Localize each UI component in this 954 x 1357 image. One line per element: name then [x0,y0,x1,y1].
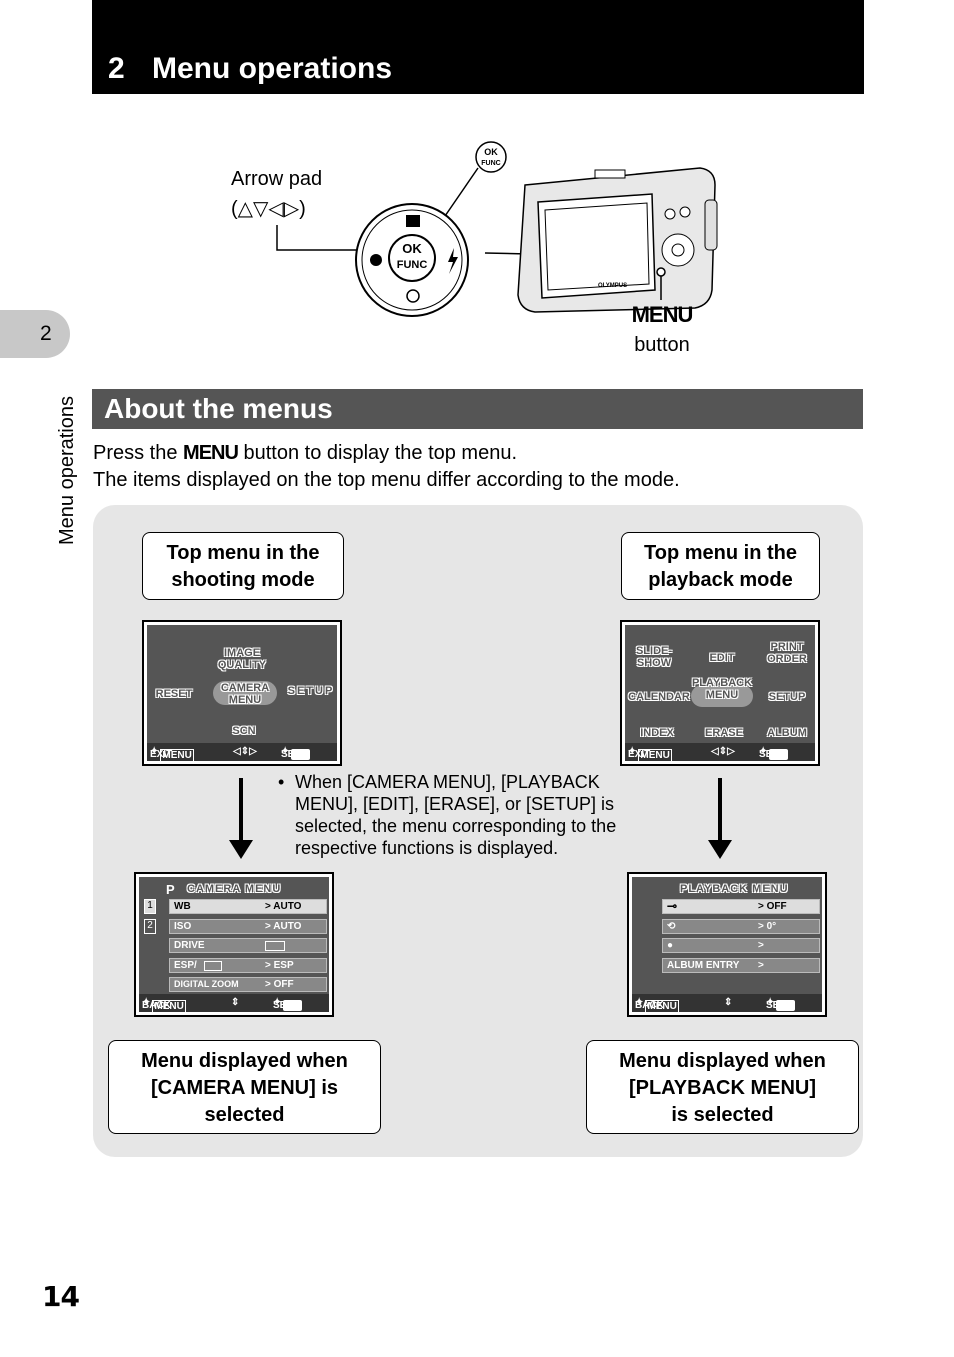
set-hint: SET✦OK [759,746,789,760]
svg-text:OLYMPUS: OLYMPUS [598,283,627,289]
playback-menu-screen: PLAYBACK MENU ⊸> OFF ⟲> 0° ●> ALBUM ENTR… [627,872,827,1017]
menu-item-erase: ERASE [705,727,743,739]
menu-item-album: ALBUM [767,727,807,739]
playback-screen-footer: EXIT ✦MENU ◁⇕▷ SET✦OK [625,743,815,762]
flash-icon [448,248,458,274]
side-tab-number: 2 [40,322,52,345]
playback-menu-row-album-entry: ALBUM ENTRY> [662,958,820,973]
menu-item-calendar: CALENDAR [628,691,690,703]
playback-menu-row-protect: ⊸> OFF [662,899,820,914]
intro-line-2: The items displayed on the top menu diff… [93,469,680,491]
exposure-icon [406,215,420,227]
key-icon: ⊸ [667,899,678,913]
section-header: About the menus [92,389,863,429]
chapter-banner: 2 Menu operations [92,0,864,94]
updown-hint-icon: ⇕ [724,997,733,1008]
back-hint: BACK✦MENU [635,997,679,1013]
svg-text:OK: OK [402,241,422,256]
selected-item-highlight [213,681,277,705]
down-arrow-left [229,778,253,859]
menu-item-slideshow: SLIDE-SHOW [635,645,673,669]
menu-item-setup: SETUP [287,685,335,697]
set-hint: SET✦OK [766,997,796,1011]
menu-button-word: MENU [631,302,694,327]
menu-button-suffix: button [634,334,690,356]
shooting-mode-indicator: P [166,882,175,897]
camera-menu-title: CAMERA MENU [187,883,282,895]
self-timer-icon [406,289,420,303]
side-chapter-tab: 2 [0,310,70,358]
playback-menu-row-sound: ●> [662,938,820,953]
camera-diagram: Arrow pad (△▽◁▷) OK FUNC OK FUNC [200,130,760,370]
svg-text:OK: OK [484,147,498,157]
camera-menu-row-drive: DRIVE [169,938,327,953]
set-hint: SET✦OK [273,997,303,1011]
arrow-hint-icon: ◁⇕▷ [711,746,735,757]
arrow-pad-glyphs: (△▽◁▷) [231,198,306,220]
svg-text:FUNC: FUNC [397,259,428,271]
menu-button-dot [656,267,666,277]
menu-item-reset: RESET [155,688,193,700]
menu-item-edit: EDIT [709,652,735,664]
svg-text:FUNC: FUNC [481,160,500,167]
camera-menu-row-iso: ISO> AUTO [169,919,327,934]
back-hint: BACK✦MENU [142,997,186,1013]
set-hint: SET✦OK [281,746,311,760]
camera-menu-screen: P CAMERA MENU 1 2 WB> AUTO ISO> AUTO DRI… [134,872,334,1017]
menu-tab-1: 1 [144,899,156,914]
camera-body: OLYMPUS [517,167,718,313]
camera-menu-footer: BACK✦MENU ⇕ SET✦OK [139,994,329,1013]
playback-menu-footer: BACK✦MENU ⇕ SET✦OK [632,994,822,1013]
arrow-hint-icon: ◁⇕▷ [233,746,257,757]
menu-button-label: MENU button [630,302,694,357]
menu-item-setup: SETUP [768,691,806,703]
rotate-icon: ⟲ [667,921,676,932]
spot-metering-icon [204,961,222,971]
intro-line-1: Press the MENU button to display the top… [93,442,518,464]
ok-func-icon: OK FUNC [475,141,507,173]
arrow-pad-label: Arrow pad (△▽◁▷) [231,164,322,224]
single-frame-icon [265,941,285,951]
microphone-icon: ● [667,940,674,951]
updown-hint-icon: ⇕ [231,997,240,1008]
menu-tab-2: 2 [144,919,156,934]
playback-menu-row-rotate: ⟲> 0° [662,919,820,934]
camera-menu-row-esp: ESP/> ESP [169,958,327,973]
arrow-pad-dial: OK FUNC [355,203,469,317]
chapter-title: Menu operations [152,52,393,85]
playback-menu-title: PLAYBACK MENU [680,883,789,895]
macro-icon [370,254,382,266]
exit-hint: EXIT ✦MENU [628,746,672,762]
section-title: About the menus [104,393,333,424]
camera-illustration: OK FUNC OK FUNC O [276,141,718,317]
camera-menu-row-wb: WB> AUTO [169,899,327,914]
intro-text: Press the MENU button to display the top… [93,440,680,494]
chapter-number: 2 [108,52,125,85]
camera-menu-row-digital-zoom: DIGITAL ZOOM> OFF [169,977,327,992]
page-number: 14 [42,1280,80,1313]
menu-item-index: INDEX [640,727,674,739]
menu-item-scn: SCN [232,725,256,737]
shooting-screen-footer: EXIT ✦MENU ◁⇕▷ SET✦OK [147,743,337,762]
selected-item-highlight [691,685,753,707]
side-chapter-label: Menu operations [56,396,78,545]
callout-playback-menu: Menu displayed when[PLAYBACK MENU]is sel… [586,1040,859,1134]
exit-hint: EXIT ✦MENU [150,746,194,762]
down-arrow-right [708,778,732,859]
